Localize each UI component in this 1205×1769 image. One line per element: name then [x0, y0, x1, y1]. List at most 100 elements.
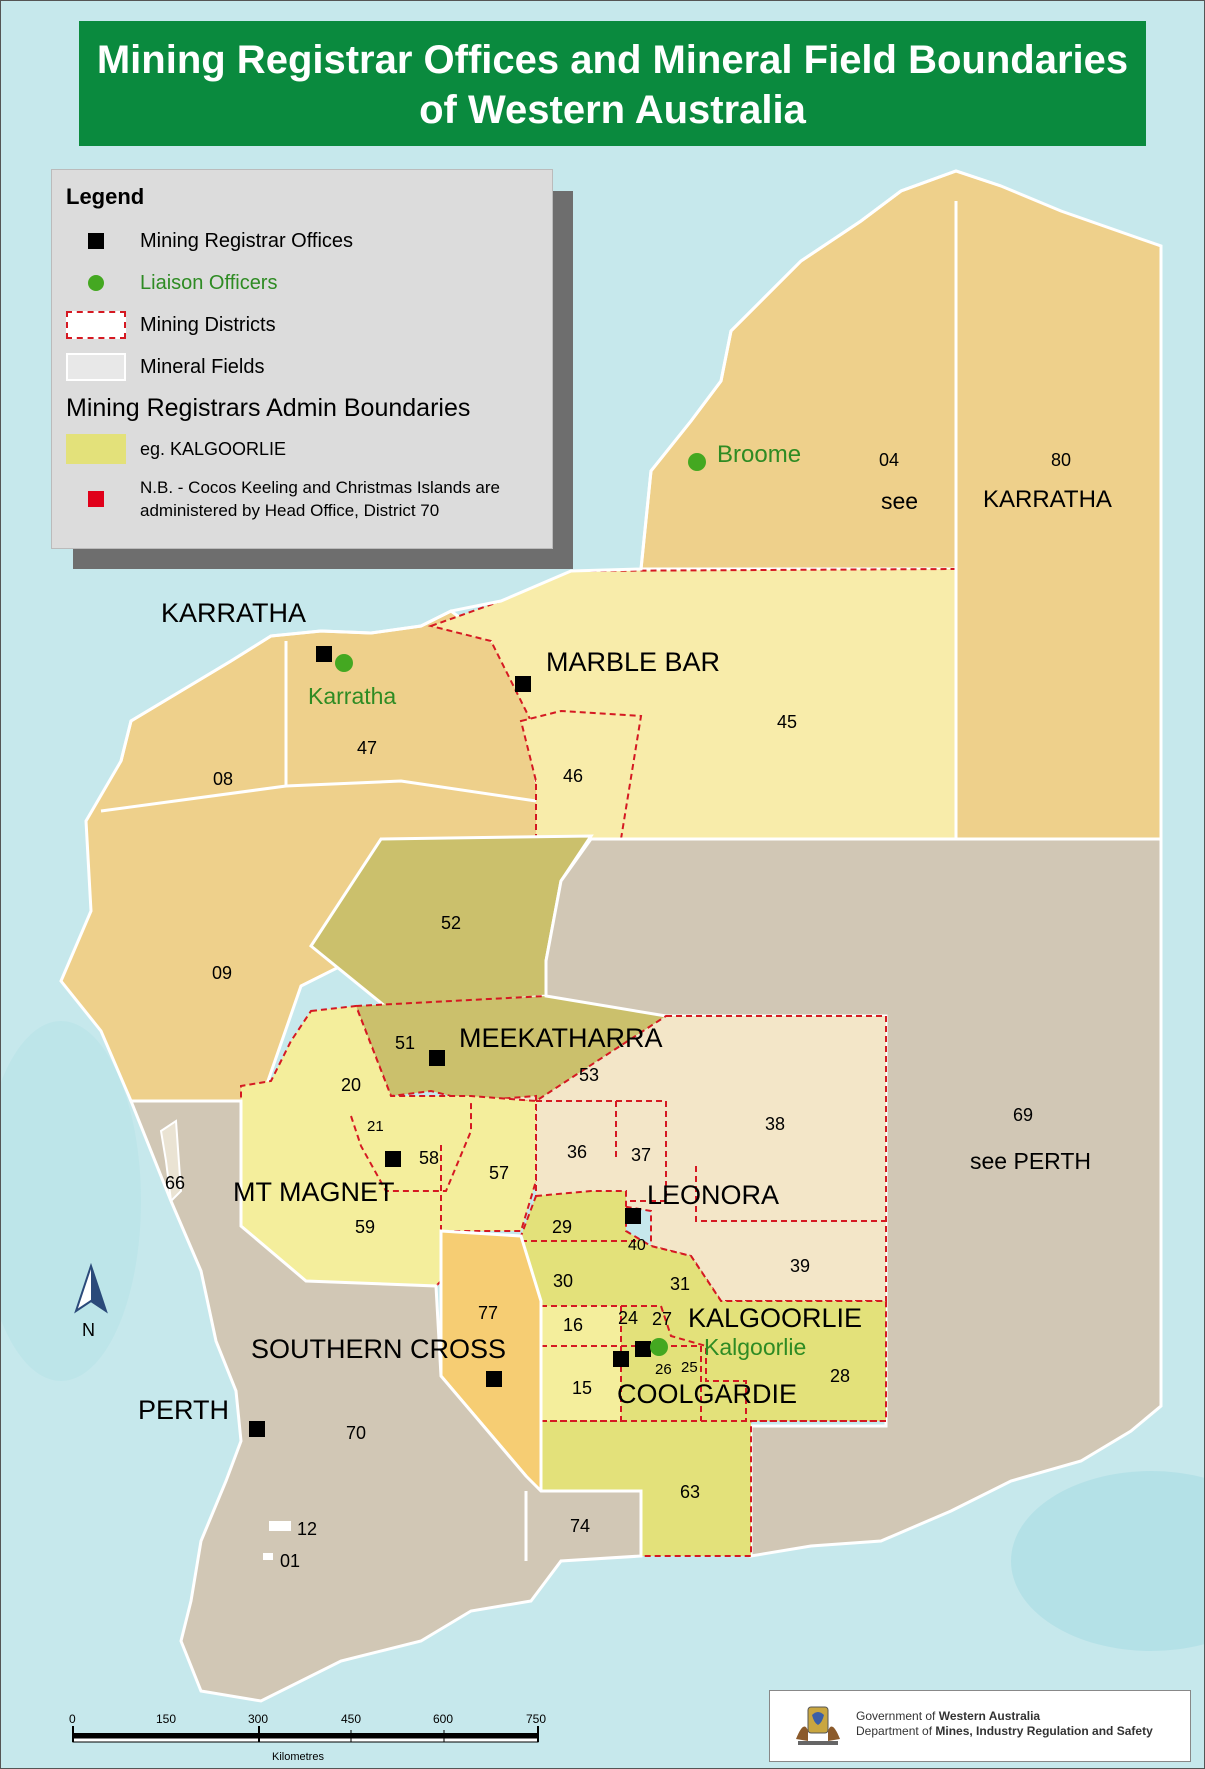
agency-prefix-2: Department of: [856, 1724, 936, 1738]
legend-label: eg. KALGOORLIE: [140, 438, 287, 459]
scale-tick: 300: [248, 1712, 268, 1726]
field-label: 27: [652, 1309, 672, 1329]
field-label: 26: [655, 1361, 672, 1378]
office-kalgoorlie: [635, 1341, 651, 1357]
field-label: 28: [830, 1366, 850, 1386]
agency-gov: Western Australia: [938, 1709, 1041, 1723]
north-label: N: [82, 1320, 95, 1340]
district-16-15: [540, 1305, 622, 1422]
label-see: see: [881, 488, 918, 514]
field-label: 29: [552, 1217, 572, 1237]
legend-row-note: N.B. - Cocos Keeling and Christmas Islan…: [66, 476, 500, 522]
field-label: 63: [680, 1482, 700, 1502]
office-karratha: [316, 646, 332, 662]
label-perth: PERTH: [138, 1395, 229, 1425]
office-mt-magnet: [385, 1151, 401, 1167]
field-label: 36: [567, 1142, 587, 1162]
office-meekatharra: [429, 1050, 445, 1066]
field-label: 01: [280, 1551, 300, 1571]
label-karratha-town: Karratha: [308, 683, 396, 709]
field-label: 08: [213, 769, 233, 789]
scale-tick: 450: [341, 1712, 361, 1726]
legend-row-offices: Mining Registrar Offices: [66, 226, 353, 256]
field-label: 77: [478, 1303, 498, 1323]
note-line-1: N.B. - Cocos Keeling and Christmas Islan…: [140, 478, 500, 497]
office-markers: [249, 646, 651, 1437]
district-line: [350, 1101, 472, 1192]
label-see-perth: see PERTH: [970, 1148, 1091, 1174]
office-coolgardie: [613, 1351, 629, 1367]
district-line: [621, 1305, 747, 1421]
liaison-broome: [688, 453, 706, 471]
field-label: 39: [790, 1256, 810, 1276]
legend-label: Mining Registrar Offices: [140, 229, 354, 252]
scale-tick: 0: [69, 1712, 76, 1726]
district-line: [541, 1345, 702, 1421]
district-46: [519, 709, 643, 840]
liaison-kalgoorlie: [650, 1338, 668, 1356]
scale-unit: Kilometres: [272, 1751, 324, 1763]
legend-admin-heading: Mining Registrars Admin Boundaries: [66, 394, 471, 422]
legend-row-fields: Mineral Fields: [66, 352, 264, 382]
field-label: 31: [670, 1274, 690, 1294]
field-label: 37: [631, 1145, 651, 1165]
red-square-icon: [88, 491, 104, 507]
field-label: 53: [579, 1065, 599, 1085]
legend: Legend Mining Registrar Offices Liaison …: [51, 169, 553, 549]
label-marble-bar: MARBLE BAR: [546, 647, 720, 677]
scale-tick: 150: [156, 1712, 176, 1726]
field-label: 66: [165, 1173, 185, 1193]
field-66: [159, 1119, 183, 1204]
office-marble-bar: [515, 676, 531, 692]
field-label: 46: [563, 766, 583, 786]
scale-tick: 600: [433, 1712, 453, 1726]
district-line: [695, 1166, 886, 1222]
coastline: [119, 169, 1002, 762]
region-perth-sw: [128, 1099, 643, 1703]
field-label: 12: [297, 1519, 317, 1539]
admin-swatch-icon: [66, 434, 126, 464]
label-karratha-east: KARRATHA: [983, 486, 1112, 513]
legend-label: Mining Districts: [140, 313, 276, 336]
title-line-2: of Western Australia: [419, 88, 806, 132]
legend-row-districts: Mining Districts: [66, 310, 276, 340]
field-label: 04: [879, 450, 899, 470]
liaison-markers: [335, 453, 706, 1356]
district-line-icon: [66, 311, 126, 339]
field-label: 09: [212, 963, 232, 983]
field-12-patch: [269, 1521, 291, 1531]
scale-bar: 0 150 300 450 600 750 Kilometres: [69, 1712, 546, 1763]
note-line-2: administered by Head Office, District 70: [140, 501, 440, 520]
field-label: 47: [357, 738, 377, 758]
office-perth: [249, 1421, 265, 1437]
field-label: 57: [489, 1163, 509, 1183]
office-square-icon: [88, 233, 104, 249]
agency-dept: Mines, Industry Regulation and Safety: [935, 1724, 1153, 1738]
scale-tick: 750: [526, 1712, 546, 1726]
field-label: 40: [628, 1237, 646, 1254]
office-leonora: [625, 1208, 641, 1224]
label-mt-magnet: MT MAGNET: [233, 1177, 395, 1207]
region-perth-69: [544, 837, 1163, 1558]
map-title: Mining Registrar Offices and Mineral Fie…: [79, 21, 1146, 146]
field-label: 21: [367, 1118, 384, 1135]
field-label: 20: [341, 1075, 361, 1095]
label-broome: Broome: [717, 441, 801, 468]
field-label: 58: [419, 1148, 439, 1168]
field-label: 59: [355, 1217, 375, 1237]
liaison-karratha: [335, 654, 353, 672]
label-southern-cross: SOUTHERN CROSS: [251, 1334, 506, 1364]
label-kalgoorlie: KALGOORLIE: [688, 1303, 862, 1333]
agency-text: Government of Western Australia Departme…: [856, 1709, 1153, 1739]
office-southern-cross: [486, 1371, 502, 1387]
field-label: 38: [765, 1114, 785, 1134]
liaison-dot-icon: [88, 275, 104, 291]
legend-title: Legend: [66, 184, 145, 209]
field-label: 52: [441, 913, 461, 933]
field-label: 80: [1051, 450, 1071, 470]
label-coolgardie: COOLGARDIE: [617, 1379, 797, 1409]
region-kalgoorlie: [519, 1190, 887, 1557]
field-label: 24: [618, 1308, 638, 1328]
